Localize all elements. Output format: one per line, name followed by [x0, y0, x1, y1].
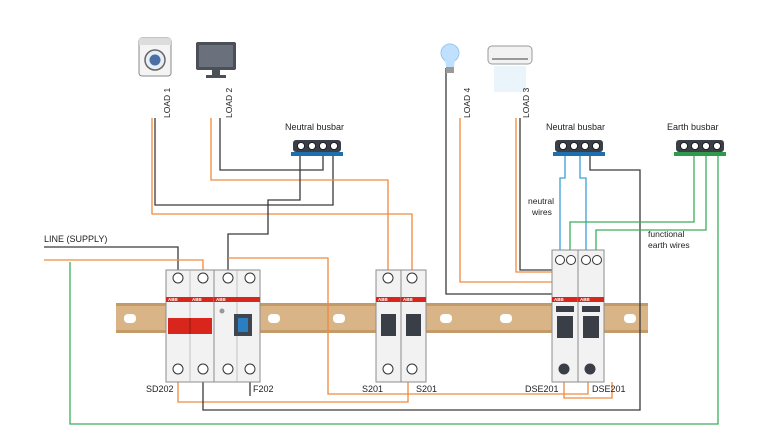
terminal-screw [555, 255, 565, 265]
din-rail-slot [268, 314, 280, 323]
terminal-screw [172, 272, 184, 284]
functional-earth-wire-b [595, 153, 707, 250]
busbar-feed-neutral [227, 156, 301, 270]
din-rail-slot [440, 314, 452, 323]
terminal-screw [197, 363, 209, 375]
dse201-a-label: DSE201 [525, 384, 559, 394]
brand-label: ABB [216, 297, 226, 302]
neutral-busbar-right [553, 140, 605, 156]
s201-a-label: S201 [362, 384, 383, 394]
terminal-screw [406, 272, 418, 284]
terminal-screw [222, 363, 234, 375]
neutral-busbar-left [291, 140, 343, 156]
load1-line-wire [151, 118, 413, 270]
earth-busbar [674, 140, 726, 156]
dse-out-wire [563, 382, 613, 399]
load3-label: LOAD 3 [521, 87, 531, 118]
functional-earth-label-line2: earth wires [648, 240, 690, 250]
neutral-wires-label-line2: wires [531, 207, 552, 217]
din-rail-slot [124, 314, 136, 323]
load2-neutral-wire [219, 118, 324, 171]
sd202-breaker: ABB ABB [165, 269, 215, 383]
line-supply-label: LINE (SUPPLY) [44, 234, 107, 244]
s201-b-toggle[interactable] [406, 314, 421, 336]
f202-label: F202 [253, 384, 274, 394]
supply-neutral-wire [44, 246, 179, 270]
neutral-wires-label-line1: neutral [528, 196, 554, 206]
air-conditioner-icon [487, 45, 533, 92]
load4-neutral-wire [445, 68, 556, 295]
dse201-b-toggle[interactable] [583, 316, 599, 338]
distribution-line-wire [228, 257, 589, 395]
monitor-icon [196, 42, 236, 78]
dse201-breaker-b: ABB [577, 249, 605, 383]
sd202-label: SD202 [146, 384, 174, 394]
load2-label: LOAD 2 [224, 87, 234, 118]
dse201-b-label: DSE201 [592, 384, 626, 394]
dse201-breaker-a: ABB [551, 249, 579, 383]
terminal-screw [406, 363, 418, 375]
load4-label: LOAD 4 [462, 87, 472, 118]
brand-label: ABB [580, 297, 590, 302]
neutral-busbar-left-label: Neutral busbar [285, 122, 344, 132]
terminal-screw [584, 363, 596, 375]
wires [44, 68, 719, 425]
s201-breaker-b: ABB [400, 269, 427, 383]
washing-machine-icon [138, 37, 172, 77]
brand-label: ABB [378, 297, 388, 302]
supply-earth-wire [69, 153, 719, 425]
terminal-screw [382, 272, 394, 284]
light-bulb-icon [440, 43, 460, 73]
brand-label: ABB [554, 297, 564, 302]
terminal-screw [382, 363, 394, 375]
dse201-a-toggle[interactable] [557, 316, 573, 338]
din-rail-slot [500, 314, 512, 323]
terminal-screw [558, 363, 570, 375]
terminal-screw [222, 272, 234, 284]
neutral-busbar-right-label: Neutral busbar [546, 122, 605, 132]
sd202-out-line-wire [177, 382, 409, 403]
terminal-screw [244, 363, 256, 375]
din-rail-slot [624, 314, 636, 323]
din-rail-slot [333, 314, 345, 323]
s201-breaker-a: ABB [375, 269, 402, 383]
terminal-screw [581, 255, 591, 265]
s201-b-label: S201 [416, 384, 437, 394]
s201-a-toggle[interactable] [381, 314, 396, 336]
terminal-screw [197, 272, 209, 284]
brand-label: ABB [168, 297, 178, 302]
supply-line-wire [44, 259, 204, 270]
terminal-screw [566, 255, 576, 265]
test-button[interactable] [219, 308, 225, 314]
brand-label: ABB [403, 297, 413, 302]
terminal-screw [244, 272, 256, 284]
functional-earth-wire-a [569, 153, 695, 250]
load1-label: LOAD 1 [162, 87, 172, 118]
neutral-wire-a [559, 156, 566, 250]
functional-earth-label-line1: functional [648, 229, 684, 239]
brand-label: ABB [192, 297, 202, 302]
f202-rcd: ABB [213, 269, 261, 383]
terminal-screw [592, 255, 602, 265]
sd202-out-neutral-wire [202, 156, 641, 411]
earth-busbar-label: Earth busbar [667, 122, 719, 132]
neutral-wire-b [579, 156, 587, 250]
terminal-screw [172, 363, 184, 375]
